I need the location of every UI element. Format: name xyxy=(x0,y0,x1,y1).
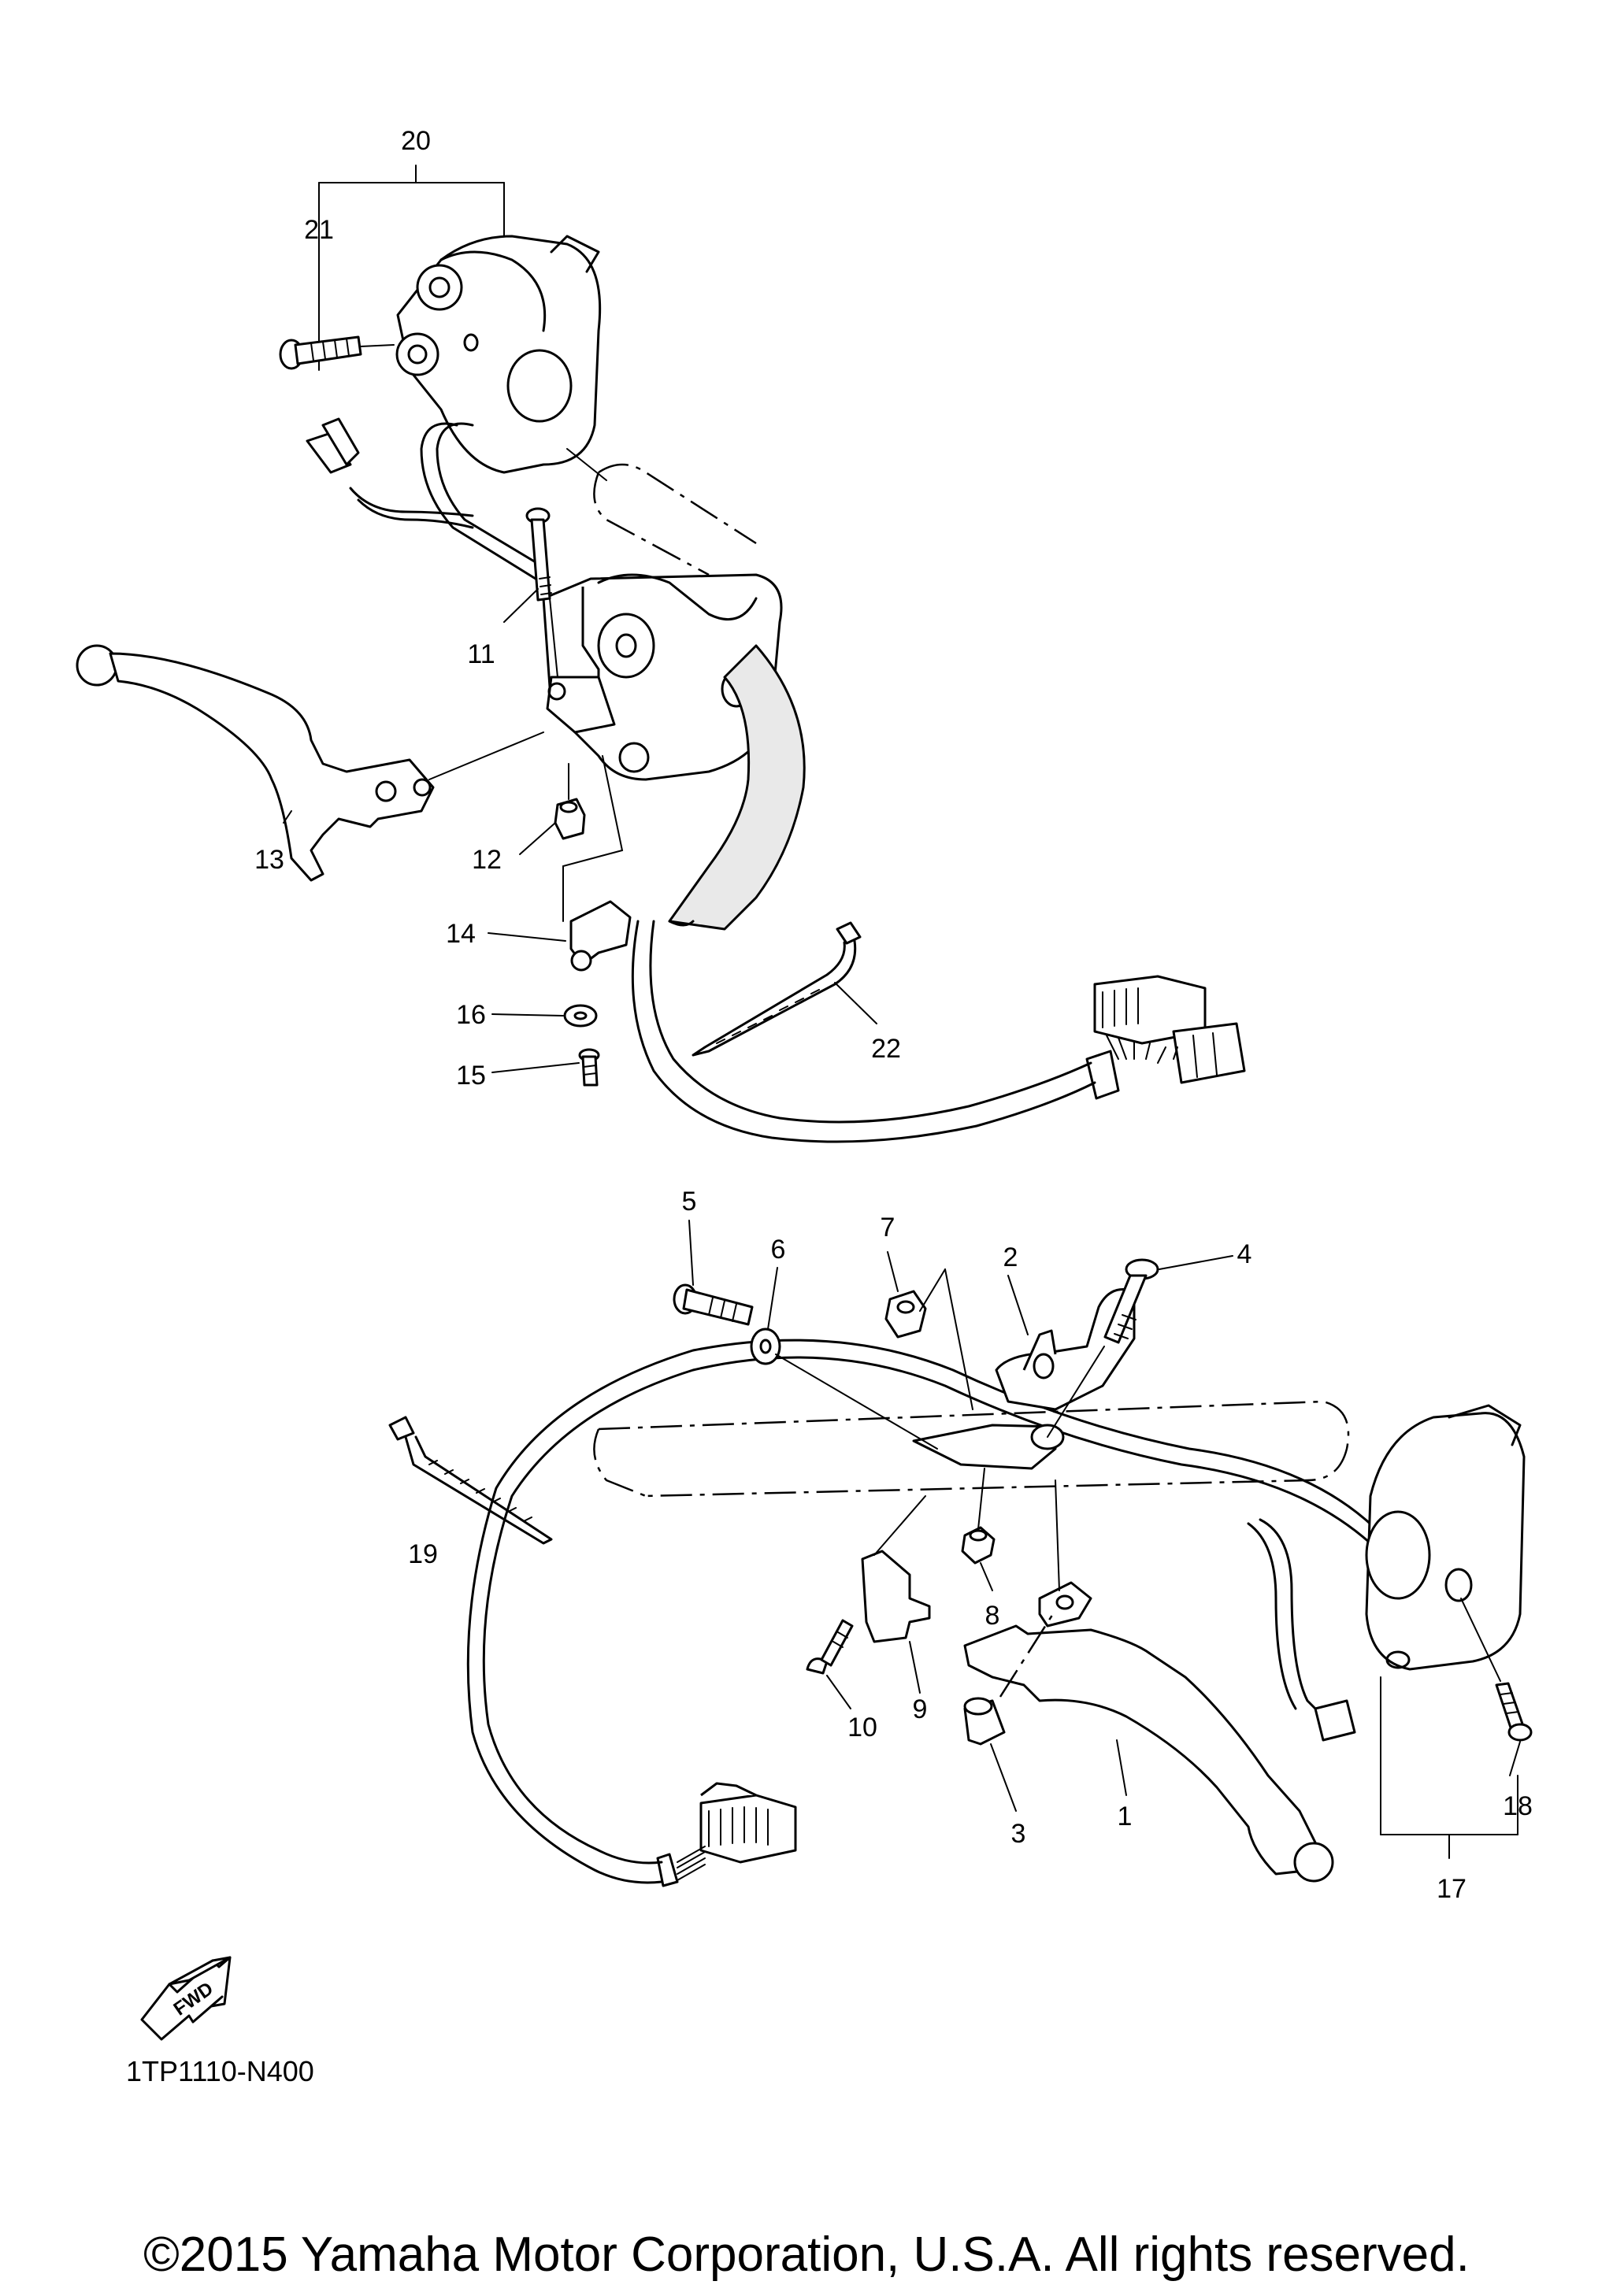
screw-10 xyxy=(806,1619,854,1675)
washer-16 xyxy=(563,1004,598,1028)
fwd-arrow-icon: FWD xyxy=(140,1956,232,2041)
collar-3 xyxy=(963,1609,1057,1746)
callout-labels: 20 21 11 13 12 14 16 15 22 5 6 7 2 4 19 … xyxy=(254,126,1533,1904)
clutch-lever-1 xyxy=(963,1479,1334,1883)
bracket-17-18 xyxy=(1380,1676,1518,1859)
callout-8: 8 xyxy=(985,1601,1000,1631)
callout-5: 5 xyxy=(682,1187,697,1217)
leader-lines-upper xyxy=(283,588,877,1073)
connector-upper xyxy=(1093,975,1246,1084)
washer-6 xyxy=(750,1328,938,1450)
nut-7 xyxy=(884,1268,973,1410)
nut-8 xyxy=(961,1468,996,1565)
callout-4: 4 xyxy=(1237,1239,1252,1269)
callout-3: 3 xyxy=(1011,1819,1026,1849)
callout-14: 14 xyxy=(446,919,476,949)
screw-15 xyxy=(578,1048,600,1087)
callout-20: 20 xyxy=(401,126,431,156)
handlebar-lower xyxy=(593,1400,1350,1498)
connector-lower xyxy=(677,1782,797,1881)
callout-10: 10 xyxy=(847,1713,877,1742)
diagram-part-code: 1TP1110-N400 xyxy=(126,2055,314,2087)
screw-18 xyxy=(1460,1598,1533,1742)
nut-12 xyxy=(554,763,586,840)
callout-11: 11 xyxy=(467,639,495,669)
bracket-20-21 xyxy=(318,165,505,371)
bolt-4 xyxy=(1047,1258,1159,1438)
callout-17: 17 xyxy=(1437,1874,1467,1904)
callout-19: 19 xyxy=(408,1539,438,1569)
cable-tie-22 xyxy=(692,921,862,1057)
brake-lever-13 xyxy=(76,644,544,882)
harness-cable-lower xyxy=(466,1339,1376,1887)
bolt-5 xyxy=(673,1283,754,1326)
callout-15: 15 xyxy=(456,1061,486,1091)
leader-lines-lower xyxy=(688,1220,1521,1812)
callout-1: 1 xyxy=(1118,1802,1133,1831)
screw-21 xyxy=(279,335,395,370)
clutch-holder-2 xyxy=(912,1288,1136,1470)
cable-tie-19 xyxy=(388,1416,553,1545)
brake-switch-14 xyxy=(562,755,632,972)
callout-18: 18 xyxy=(1503,1791,1533,1821)
switch-wire-upper xyxy=(306,417,545,580)
brake-hose xyxy=(668,644,806,931)
bolt-11 xyxy=(525,507,558,678)
switch-housing-lower xyxy=(1365,1404,1526,1671)
callout-9: 9 xyxy=(913,1694,928,1724)
callout-16: 16 xyxy=(456,1000,486,1030)
callout-22: 22 xyxy=(871,1034,901,1064)
callout-7: 7 xyxy=(881,1213,895,1242)
callout-21: 21 xyxy=(304,215,334,245)
switch-housing-upper xyxy=(395,235,602,474)
clutch-switch-9 xyxy=(861,1495,931,1643)
callout-13: 13 xyxy=(254,845,284,875)
copyright-notice: ©2015 Yamaha Motor Corporation, U.S.A. A… xyxy=(143,2227,1470,2282)
callout-12: 12 xyxy=(472,845,502,875)
callout-6: 6 xyxy=(771,1235,786,1265)
handlebar-upper xyxy=(566,448,757,576)
harness-cable-upper xyxy=(631,920,1120,1143)
switch-wire-lower xyxy=(1247,1518,1356,1742)
callout-2: 2 xyxy=(1003,1242,1018,1272)
